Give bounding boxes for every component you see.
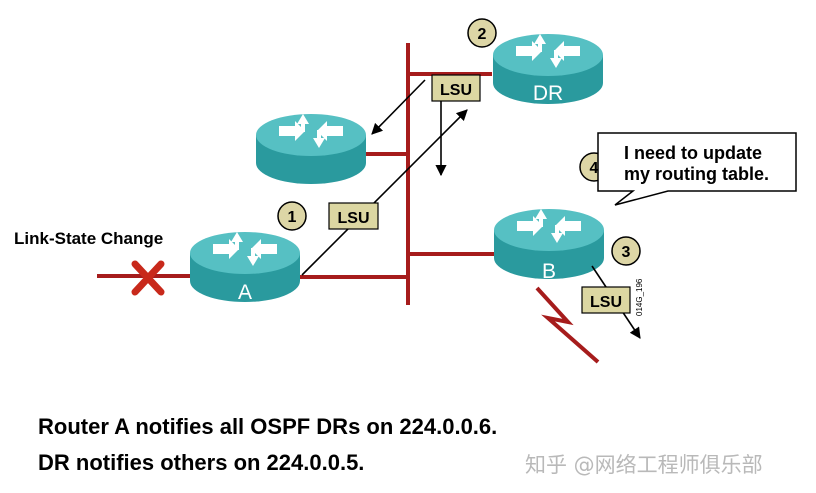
router-dr-label: DR [533, 82, 563, 105]
caption-line-2: DR notifies others on 224.0.0.5. [38, 450, 365, 475]
lsu-box-dr: LSU [431, 74, 481, 102]
callout-line-2: my routing table. [624, 164, 769, 184]
step-badge-3: 3 [611, 236, 641, 266]
callout-line-1: I need to update [624, 143, 762, 163]
arrow-icon [301, 109, 468, 276]
failure-x-icon [131, 260, 165, 296]
router-icon [190, 232, 300, 302]
router-a-label: A [238, 281, 252, 304]
step-badge-2: 2 [467, 18, 497, 48]
router-b-label: B [542, 260, 556, 283]
figure-code: 014G_196 [635, 278, 644, 316]
router-a: A [190, 232, 300, 304]
watermark: 知乎 @网络工程师俱乐部 [525, 453, 763, 477]
arrow-icon [371, 79, 426, 135]
router-b: B [494, 209, 604, 283]
router-dr: DR [493, 34, 603, 105]
router-icon [256, 114, 366, 184]
link-state-change-label: Link-State Change [14, 229, 163, 248]
lsu-label: LSU [338, 210, 370, 227]
step-number: 3 [622, 244, 631, 261]
speech-callout: I need to update my routing table. [597, 132, 797, 206]
step-badge-1: 1 [277, 201, 307, 231]
lsu-box-b: LSU [581, 286, 631, 314]
caption-line-1: Router A notifies all OSPF DRs on 224.0.… [38, 414, 498, 439]
lsu-label: LSU [440, 82, 472, 99]
router-upper [256, 114, 366, 184]
step-number: 2 [478, 26, 487, 43]
step-number: 1 [288, 209, 297, 226]
lsu-box-a: LSU [328, 202, 379, 230]
lsu-label: LSU [590, 294, 622, 311]
router-icon [493, 34, 603, 104]
step-number: 4 [590, 160, 599, 177]
router-icon [494, 209, 604, 279]
serial-link-icon [535, 286, 600, 364]
